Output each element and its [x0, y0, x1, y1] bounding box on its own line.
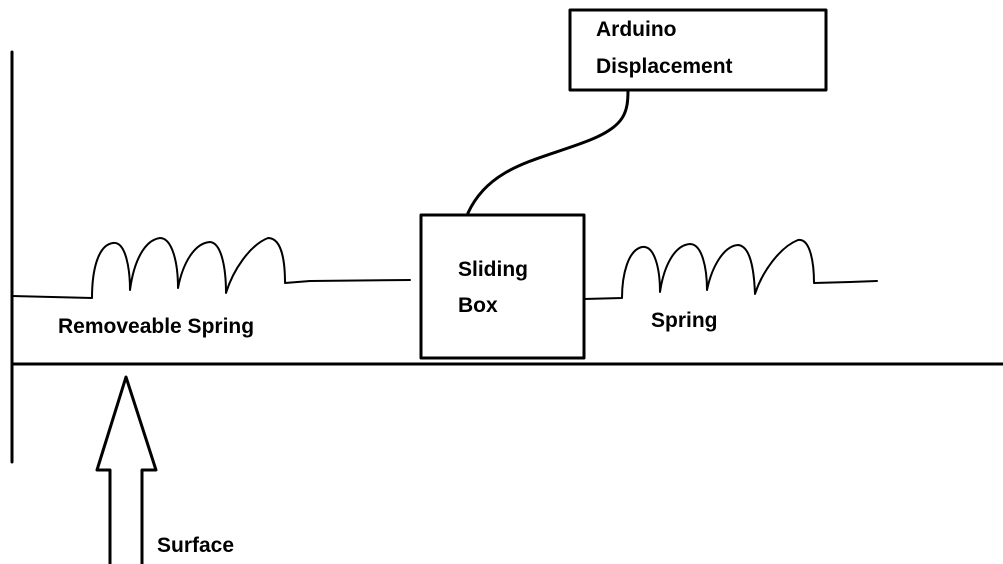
removeable-spring [11, 237, 411, 299]
spring [583, 238, 878, 300]
surface-label: Surface [157, 534, 235, 557]
removeable-spring-label: Removeable Spring [58, 315, 255, 338]
sliding-box-label-line2: Box [458, 294, 498, 317]
arduino-label-line1: Arduino [596, 18, 677, 41]
sensor-cable [466, 88, 630, 215]
surface-arrow [95, 375, 158, 564]
spring-label: Spring [651, 309, 718, 332]
sliding-box [419, 213, 586, 360]
sliding-box-label-line1: Sliding [458, 258, 528, 281]
arduino-box [568, 8, 828, 92]
arduino-label-line2: Displacement [596, 55, 733, 78]
